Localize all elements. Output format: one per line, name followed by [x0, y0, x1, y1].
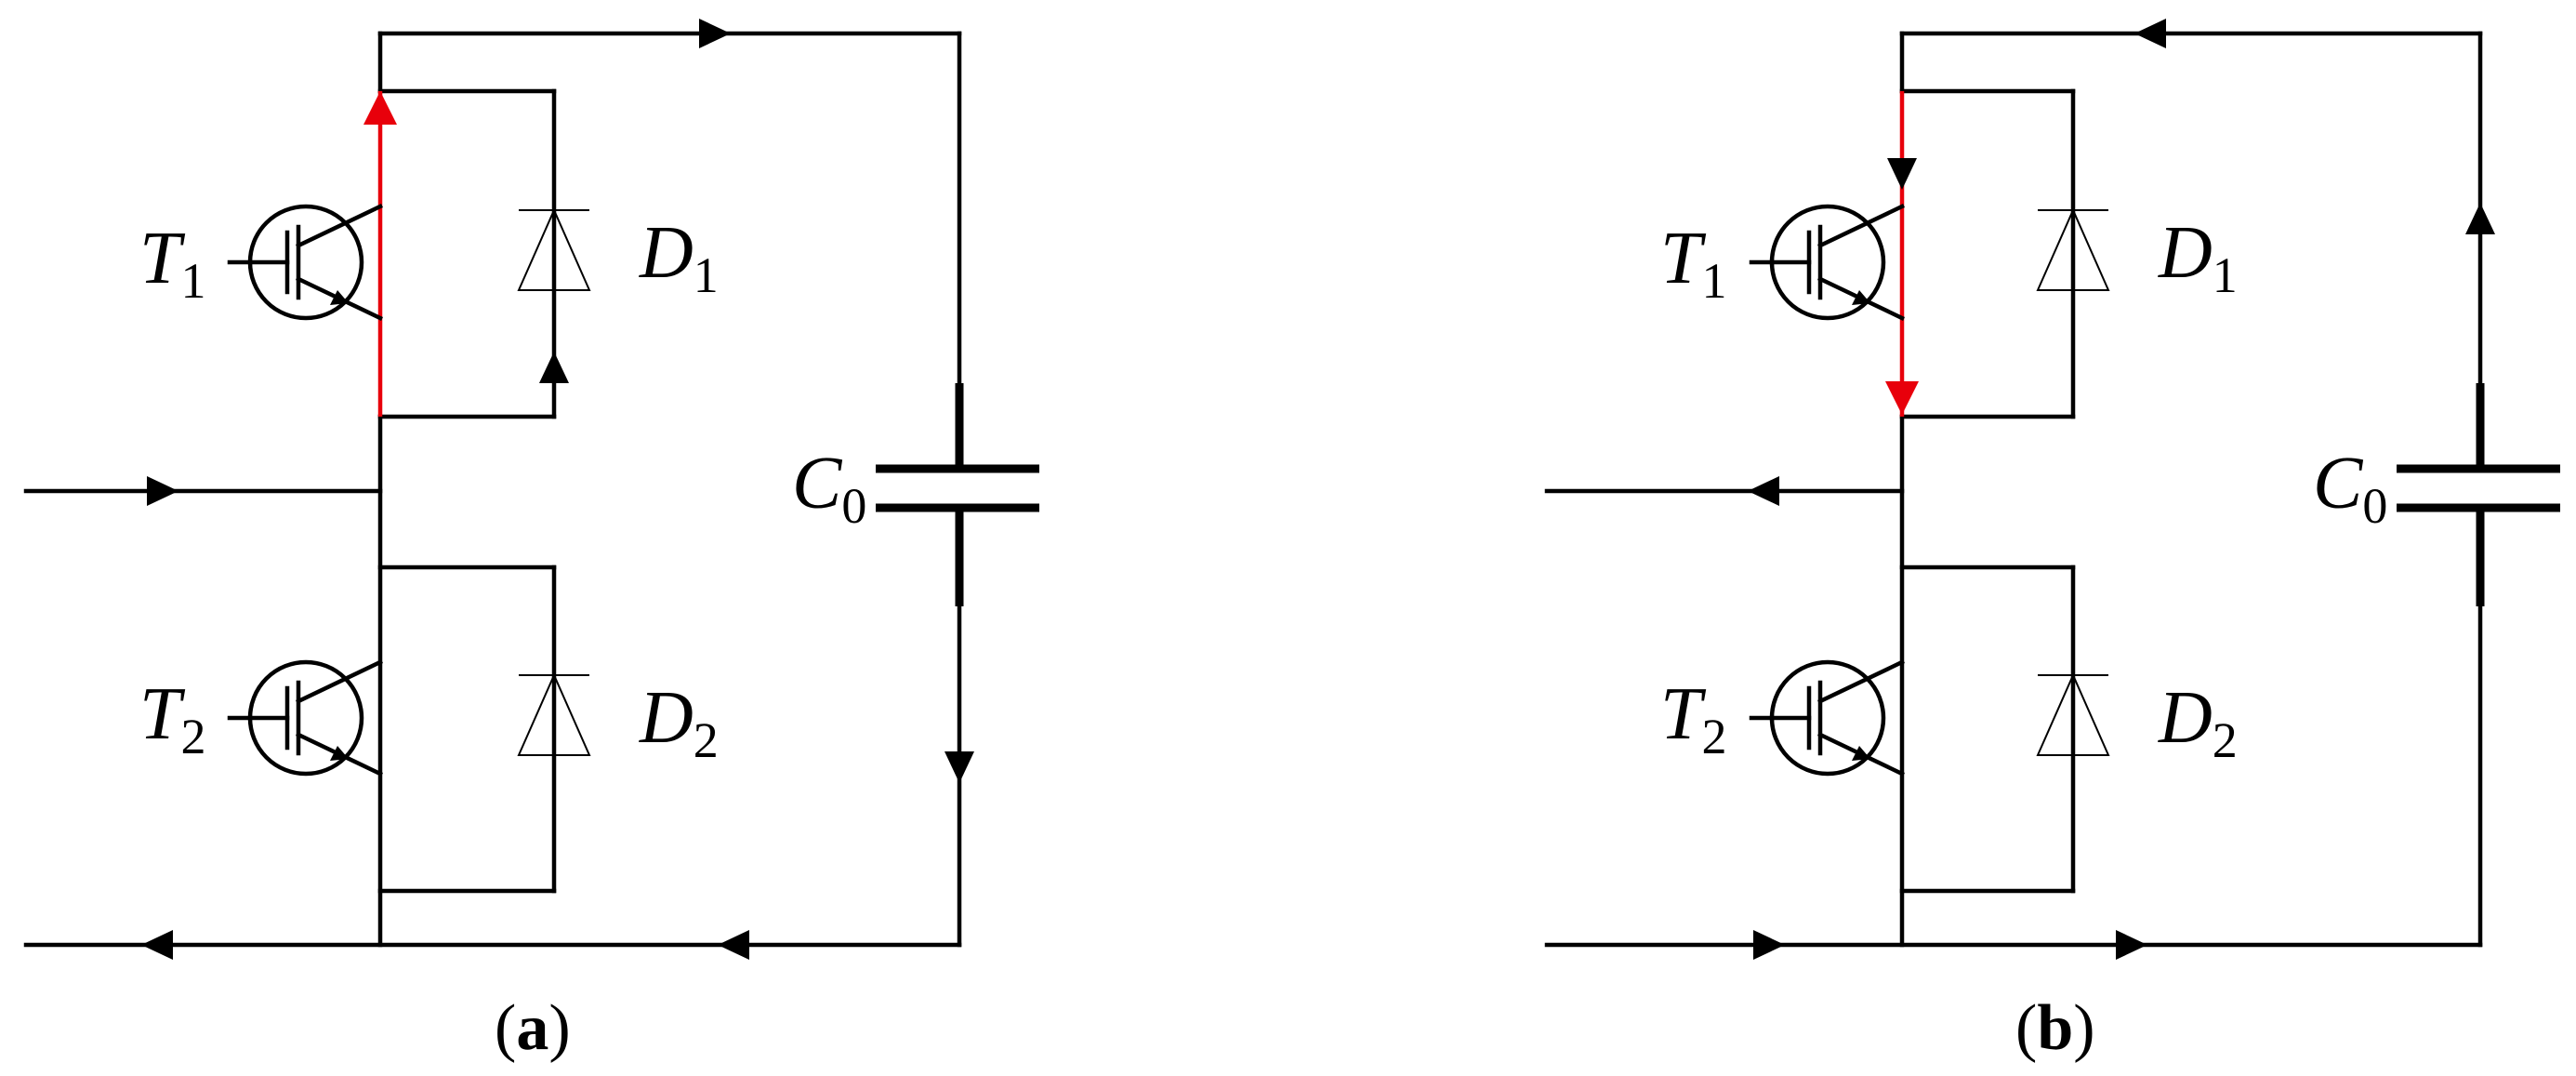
panel-a: T1 T2 D1 D2 C0 (a)	[23, 19, 1039, 1064]
panel-b: T1 T2 D1 D2 C0 (b)	[1544, 19, 2560, 1064]
label-d1: D1	[2158, 212, 2238, 303]
arrow-t1-down	[1887, 158, 1917, 190]
arrow-top-left	[2134, 19, 2166, 48]
arrow-input-left	[1748, 476, 1779, 506]
highlight-arrow-down	[1885, 381, 1919, 415]
arrow-input-right	[147, 476, 178, 506]
highlight-arrow-up	[363, 91, 397, 125]
arrow-bottom-left-2	[141, 930, 173, 960]
label-c0: C0	[792, 443, 866, 534]
label-t2: T2	[139, 673, 206, 764]
arrow-bottom-right	[2116, 930, 2147, 960]
igbt-t2-symbol	[227, 662, 380, 774]
label-d1: D1	[639, 212, 719, 303]
capacitor-c0-symbol	[876, 383, 1039, 606]
label-t2: T2	[1660, 673, 1727, 764]
label-t1: T1	[1660, 218, 1727, 309]
arrow-right-down	[945, 751, 974, 783]
arrow-right-up	[2465, 203, 2495, 234]
label-d2: D2	[2158, 677, 2238, 768]
igbt-t1-symbol	[227, 206, 380, 318]
igbt-t1-symbol	[1749, 206, 1902, 318]
label-d2: D2	[639, 677, 719, 768]
arrow-d1-up	[539, 352, 569, 383]
arrow-bottom-left	[718, 930, 749, 960]
caption-a: (a)	[495, 992, 571, 1064]
caption-b: (b)	[2015, 992, 2095, 1064]
igbt-t2-symbol	[1749, 662, 1902, 774]
arrow-bottom-right-2	[1753, 930, 1785, 960]
arrow-top-right	[699, 19, 731, 48]
label-c0: C0	[2313, 443, 2387, 534]
capacitor-c0-symbol	[2397, 383, 2560, 606]
label-t1: T1	[139, 218, 206, 309]
